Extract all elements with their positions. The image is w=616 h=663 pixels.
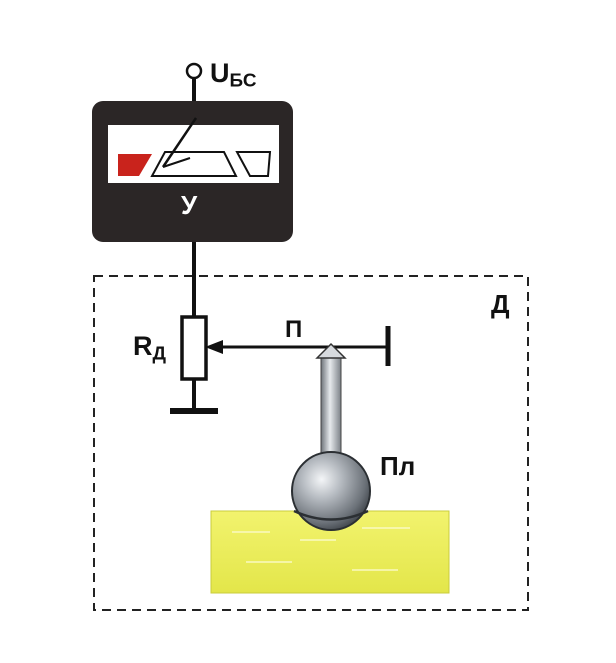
resistor-body	[180, 315, 208, 381]
supply-voltage-main: U	[210, 58, 230, 88]
lever-label: П	[285, 316, 303, 343]
meter-needle-tail	[162, 157, 191, 168]
supply-voltage-sub: БС	[229, 70, 257, 92]
meter-red-zone	[118, 154, 152, 176]
supply-terminal	[185, 62, 203, 80]
meter-scale-middle	[150, 151, 238, 177]
lever-arrow-head	[205, 340, 223, 354]
resistor-label: RД	[133, 331, 166, 366]
resistor-label-main: R	[133, 331, 153, 361]
float-waterline	[293, 509, 369, 521]
float-label: Пл	[380, 451, 416, 481]
liquid-ripples	[232, 527, 410, 571]
meter-needle	[161, 117, 198, 168]
resistor-label-sub: Д	[152, 343, 166, 365]
float-rod-arrow	[315, 342, 347, 359]
meter	[92, 101, 293, 242]
meter-label: У	[181, 190, 198, 220]
sensor-box-label: Д	[491, 289, 510, 319]
sensor-box-outline	[93, 275, 529, 611]
float-ball	[291, 451, 371, 531]
meter-scale-right	[235, 151, 272, 177]
supply-voltage-label: UБС	[210, 58, 256, 93]
